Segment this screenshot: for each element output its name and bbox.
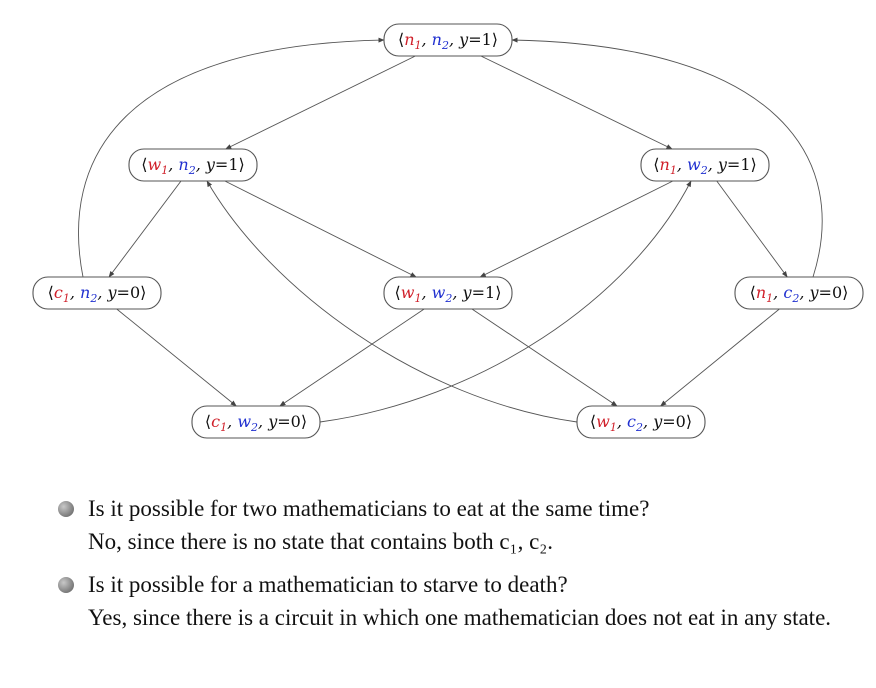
state-node-ww: ⟨w1, w2, y=1⟩ <box>383 276 513 310</box>
state-node-box <box>383 23 513 57</box>
state-label: ⟨w1, w2, y=1⟩ <box>395 283 502 305</box>
state-label: ⟨n1, n2, y=1⟩ <box>398 30 498 52</box>
state-label: ⟨c1, n2, y=0⟩ <box>48 283 147 305</box>
edge-top-nw <box>480 55 673 150</box>
state-node-wc: ⟨w1, c2, y=0⟩ <box>576 405 706 439</box>
edge-nw-nc <box>716 180 788 278</box>
bullet-answer: Yes, since there is a circuit in which o… <box>88 605 832 630</box>
edge-cn-top <box>78 37 385 278</box>
edge-ww-wc <box>471 308 618 407</box>
state-node-box <box>128 148 258 182</box>
state-node-box <box>576 405 706 439</box>
bullet-item-2: Is it possible for a mathematician to st… <box>58 568 868 634</box>
edge-layer <box>78 37 823 423</box>
edge-cn-cw <box>116 308 237 407</box>
bullet-item-1: Is it possible for two mathematicians to… <box>58 492 868 558</box>
node-layer: ⟨n1, n2, y=1⟩ ⟨w1, n2, y=1⟩ ⟨n1, w2, y=1⟩ ⟨… <box>32 23 864 439</box>
bullet-question: Is it possible for a mathematician to st… <box>88 572 568 597</box>
bullet-answer: No, since there is no state that contain… <box>88 529 554 554</box>
state-node-nw: ⟨n1, w2, y=1⟩ <box>640 148 770 182</box>
state-node-box <box>383 276 513 310</box>
bullet-list: Is it possible for two mathematicians to… <box>58 492 868 644</box>
edge-wn-cn <box>108 180 182 278</box>
state-node-box <box>734 276 864 310</box>
state-node-box <box>640 148 770 182</box>
state-node-box <box>32 276 162 310</box>
state-label: ⟨w1, n2, y=1⟩ <box>141 155 245 177</box>
edge-cw-nw <box>319 180 692 423</box>
state-transition-diagram: ⟨n1, n2, y=1⟩ ⟨w1, n2, y=1⟩ ⟨n1, w2, y=1⟩ ⟨… <box>32 23 864 439</box>
bullet-question: Is it possible for two mathematicians to… <box>88 496 650 521</box>
state-label: ⟨c1, w2, y=0⟩ <box>205 412 307 434</box>
state-node-cn: ⟨c1, n2, y=0⟩ <box>32 276 162 310</box>
edge-wn-ww <box>224 180 417 278</box>
state-label: ⟨w1, c2, y=0⟩ <box>590 412 692 434</box>
state-node-box <box>191 405 321 439</box>
edge-wc-wn <box>206 180 578 423</box>
state-label: ⟨n1, c2, y=0⟩ <box>750 283 849 305</box>
edge-nw-ww <box>479 180 674 278</box>
edge-ww-cw <box>279 308 425 407</box>
edge-top-wn <box>225 55 416 150</box>
state-label: ⟨n1, w2, y=1⟩ <box>653 155 757 177</box>
bullet-dot-icon <box>58 501 74 517</box>
bullet-dot-icon <box>58 577 74 593</box>
edge-nc-top <box>511 37 823 278</box>
edge-nc-wc <box>660 308 780 407</box>
state-node-cw: ⟨c1, w2, y=0⟩ <box>191 405 321 439</box>
state-node-nc: ⟨n1, c2, y=0⟩ <box>734 276 864 310</box>
state-node-top: ⟨n1, n2, y=1⟩ <box>383 23 513 57</box>
state-node-wn: ⟨w1, n2, y=1⟩ <box>128 148 258 182</box>
